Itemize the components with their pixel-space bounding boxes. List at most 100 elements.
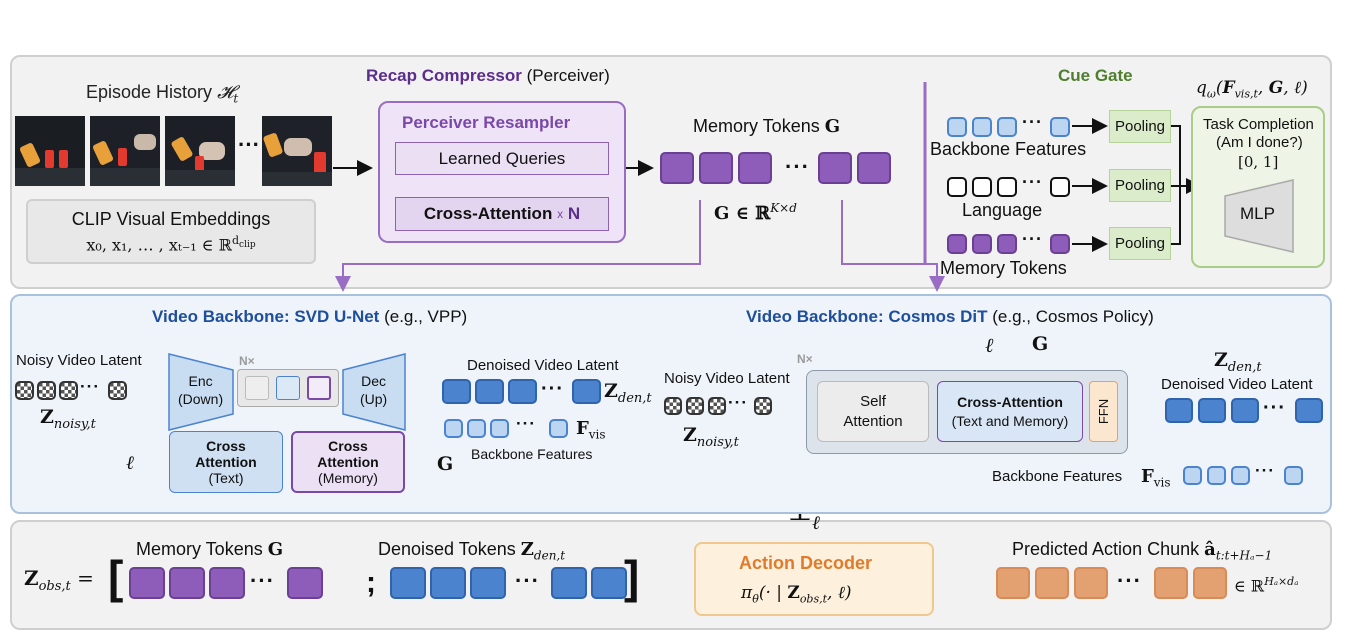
svd-backbone-token (444, 419, 463, 438)
language-token (1050, 177, 1070, 197)
episode-frame-2 (90, 116, 160, 186)
cosmos-ell: ℓ (985, 333, 994, 357)
cross-attention-box: Cross-Attention x N (395, 197, 609, 231)
recap-title: Recap Compressor (Perceiver) (366, 66, 610, 85)
noisy-token (15, 381, 34, 400)
decoder-shape (342, 353, 406, 431)
noisy-token (686, 397, 704, 415)
svd-title: Video Backbone: SVD U-Net (e.g., VPP) (152, 307, 468, 326)
clip-embeddings-box: CLIP Visual Embeddings x₀, x₁, … , xₜ₋₁ … (26, 199, 316, 264)
noisy-token (37, 381, 56, 400)
cosmos-backbone-token (1207, 466, 1226, 485)
memory-token (857, 152, 891, 184)
cross-attention-text-box: Cross Attention(Text) (169, 431, 283, 493)
decoder-label: Dec(Up) (360, 373, 388, 407)
clip-formula: x₀, x₁, … , xₜ₋₁ ∈ ℝdclip (86, 233, 256, 255)
bottom-memory-ellipsis: ··· (250, 568, 275, 593)
cosmos-z-den: Zden,t (1214, 349, 1262, 375)
action-decoder-formula: πθ(· | Zobs,t, ℓ) (741, 583, 852, 606)
action-token (996, 567, 1030, 599)
z-obs-label: Zobs,t = (24, 566, 94, 594)
svd-z-den: Zden,t (604, 380, 652, 406)
pooling-box-3: Pooling (1109, 227, 1171, 260)
ffn-box: FFN (1089, 381, 1118, 442)
memory-ellipsis: ··· (785, 154, 810, 179)
bottom-denoised-token (551, 567, 587, 599)
language-token (972, 177, 992, 197)
denoised-token (508, 379, 537, 404)
svd-backbone-token (467, 419, 486, 438)
cue-ellipsis: ··· (1022, 112, 1043, 132)
action-token (1035, 567, 1069, 599)
denoised-ellipsis: ··· (541, 378, 564, 400)
svd-backbone-label: Backbone Features (471, 446, 593, 462)
pooling-box-2: Pooling (1109, 169, 1171, 202)
cosmos-nx-label: N× (797, 352, 813, 366)
episode-frame-4 (262, 116, 332, 186)
noisy-token (754, 397, 772, 415)
cosmos-denoised-label: Denoised Video Latent (1161, 376, 1313, 393)
left-bracket: [ (108, 551, 124, 603)
svd-block-gray (245, 376, 269, 400)
semicolon: ; (366, 566, 376, 599)
denoised-token (572, 379, 601, 404)
denoised-ellipsis: ··· (1263, 397, 1286, 419)
self-attention-box: Self Attention (817, 381, 929, 442)
memory-token-small (1050, 234, 1070, 254)
denoised-token (1165, 398, 1193, 423)
language-token (997, 177, 1017, 197)
cosmos-backbone-token (1183, 466, 1202, 485)
encoder-shape (168, 353, 234, 431)
svd-f-vis: Fvis (576, 418, 606, 442)
cue-memory-tokens-label: Memory Tokens (940, 258, 1067, 278)
svd-block-purple (307, 376, 331, 400)
action-decoder-box (694, 542, 934, 616)
language-label: Language (962, 200, 1043, 220)
denoised-token (442, 379, 471, 404)
backbone-feature-token (997, 117, 1017, 137)
bottom-denoised-token (470, 567, 506, 599)
memory-token (818, 152, 852, 184)
action-token (1074, 567, 1108, 599)
action-space: ∈ ℝHₐ×dₐ (1234, 575, 1299, 596)
noisy-token (664, 397, 682, 415)
perceiver-title: Perceiver Resampler (402, 113, 571, 132)
clip-title: CLIP Visual Embeddings (71, 208, 271, 229)
pooling-box-1: Pooling (1109, 110, 1171, 143)
bottom-denoised-ellipsis: ··· (515, 568, 540, 593)
memory-tokens-label: Memory Tokens G (693, 116, 841, 137)
bottom-denoised-token (591, 567, 627, 599)
action-token (1193, 567, 1227, 599)
memory-token-small (997, 234, 1017, 254)
bottom-denoised-label: Denoised Tokens Zden,t (378, 539, 566, 563)
encoder-label: Enc(Down) (178, 373, 224, 407)
learned-queries-box: Learned Queries (395, 142, 609, 175)
noisy-token (108, 381, 127, 400)
noisy-ellipsis: ··· (728, 393, 748, 412)
cosmos-z-noisy: Znoisy,t (683, 424, 739, 450)
svd-denoised-label: Denoised Video Latent (467, 357, 619, 374)
cosmos-noisy-label: Noisy Video Latent (664, 370, 790, 387)
cosmos-title: Video Backbone: Cosmos DiT (e.g., Cosmos… (746, 307, 1154, 326)
episode-history-label: Episode History 𝓗t (86, 82, 239, 106)
noisy-token (59, 381, 78, 400)
g-formula: G ∈ ℝK×d (714, 201, 797, 224)
svd-g: G (437, 453, 454, 475)
bottom-memory-token (129, 567, 165, 599)
predicted-action-label: Predicted Action Chunk ât:t+Hₐ−1 (1012, 539, 1273, 563)
right-bracket: ] (624, 551, 640, 603)
cue-gate-formula: qω(Fvis,t, G, ℓ) (1196, 78, 1308, 101)
svd-backbone-token (549, 419, 568, 438)
bottom-ell: ℓ (812, 512, 820, 534)
task-completion-title: Task Completion (1203, 116, 1314, 133)
cross-attention-memory-box: Cross Attention(Memory) (291, 431, 405, 493)
memory-token-small (972, 234, 992, 254)
bottom-memory-token (169, 567, 205, 599)
backbone-feature-token (1050, 117, 1070, 137)
noisy-ellipsis: ··· (80, 377, 100, 396)
action-decoder-title: Action Decoder (739, 553, 873, 573)
cosmos-backbone-label: Backbone Features (992, 468, 1123, 485)
cosmos-backbone-token (1231, 466, 1250, 485)
bottom-memory-label: Memory Tokens G (136, 539, 284, 560)
language-token (947, 177, 967, 197)
